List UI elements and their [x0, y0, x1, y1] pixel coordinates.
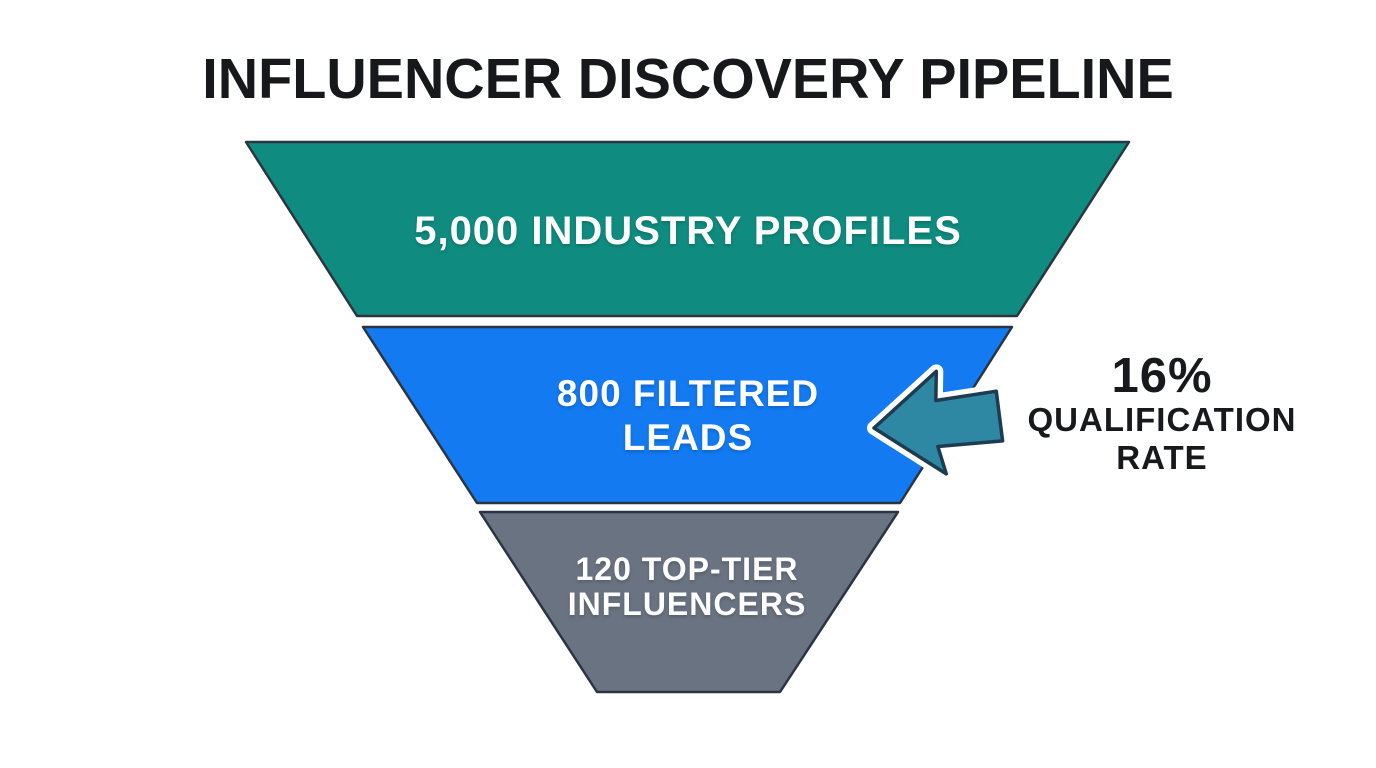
qualification-rate-annotation: 16% QUALIFICATION RATE	[1001, 351, 1323, 477]
tier-middle-label-line1: 800 FILTERED	[556, 373, 820, 414]
left-arrow-body	[872, 369, 1005, 476]
tier-bottom-label-line2: INFLUENCERS	[567, 586, 807, 622]
qualification-rate-label-line1: QUALIFICATION	[1027, 401, 1297, 438]
left-arrow-icon	[867, 364, 1010, 481]
funnel-tier-top-shape	[244, 140, 1131, 318]
tier-top-label-line: 5,000 INDUSTRY PROFILES	[414, 209, 962, 253]
funnel-tier-top-label: 5,000 INDUSTRY PROFILES	[338, 209, 1038, 253]
funnel-tier-bottom-label: 120 TOP-TIER INFLUENCERS	[437, 552, 937, 622]
funnel-tier-middle-shape	[361, 325, 1014, 505]
page-title: INFLUENCER DISCOVERY PIPELINE	[202, 47, 1174, 111]
funnel-tier-bottom-shape	[478, 510, 900, 694]
tier-middle-label-line2: LEADS	[622, 417, 754, 458]
tier-bottom-label-line1: 120 TOP-TIER	[575, 551, 799, 587]
funnel-tier-middle-label: 800 FILTERED LEADS	[438, 372, 938, 460]
qualification-rate-label-line2: RATE	[1116, 439, 1208, 476]
qualification-rate-value: 16%	[1111, 349, 1213, 403]
